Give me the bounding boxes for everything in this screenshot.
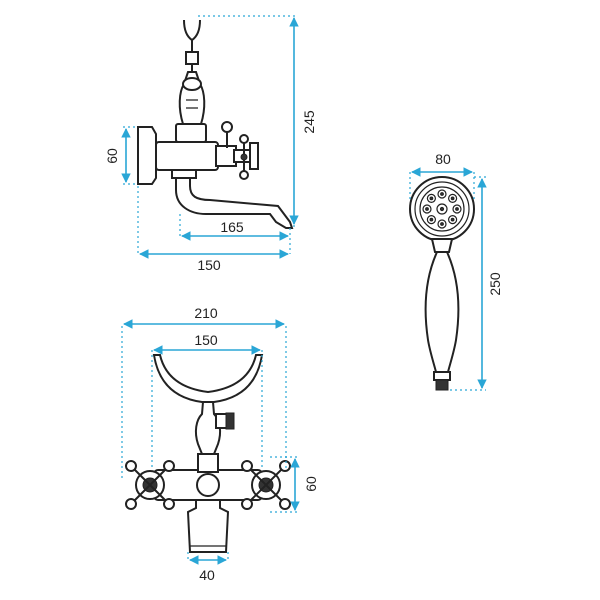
ext-spout-width (187, 552, 229, 562)
nozzle-center (436, 203, 448, 215)
nozzle-outer (448, 193, 458, 203)
nozzle-dot (455, 207, 459, 211)
nozzle-outer (422, 204, 432, 214)
nozzle-outer (437, 219, 447, 229)
shower-neck (430, 238, 454, 253)
side-handle-knob-right-bottom (239, 170, 249, 180)
nozzle-dot (440, 192, 444, 196)
front-view: 210 150 60 40 (121, 305, 319, 583)
wall-flange (137, 126, 157, 185)
front-center-hub (196, 473, 220, 497)
right-handle[interactable] (241, 460, 291, 510)
ext-reach (137, 186, 291, 254)
left-handle[interactable] (125, 460, 175, 510)
dim-label-cradle-width: 150 (194, 332, 218, 348)
nozzle-dot (450, 196, 455, 201)
handle-collar (433, 371, 451, 381)
dim-label-depth: 60 (104, 148, 120, 164)
side-handle-center (240, 153, 248, 161)
left-handle-cross[interactable] (130, 465, 170, 505)
diverter-knob (182, 77, 202, 91)
left-knob-4[interactable] (163, 498, 175, 510)
shower-hook (183, 19, 201, 72)
valve-body (155, 141, 219, 171)
left-knob-1[interactable] (125, 460, 137, 472)
nozzle-dot (425, 207, 429, 211)
dim-label-length: 250 (487, 272, 503, 296)
nozzle-outer (426, 215, 436, 225)
side-handle-knob-right-top (239, 134, 249, 144)
ext-cradle-width (151, 350, 263, 470)
dim-label-spout-width: 40 (199, 567, 215, 583)
nozzle-outer (437, 189, 447, 199)
nozzle-dot (440, 222, 444, 226)
shower-handle (424, 251, 460, 373)
dim-label-diameter: 80 (435, 151, 451, 167)
handle-connector (435, 379, 449, 391)
nozzle-outer (448, 215, 458, 225)
nozzle-dot (429, 196, 434, 201)
side-handle-cap (249, 142, 259, 170)
dim-label-height: 245 (301, 110, 317, 134)
left-knob-3[interactable] (125, 498, 137, 510)
nozzle-center-dot (439, 206, 445, 212)
front-center-neck (197, 453, 219, 473)
ext-length (450, 176, 486, 391)
hand-shower-view: 80 250 (409, 151, 503, 391)
front-spout (186, 499, 230, 553)
dim-label-overall-width: 210 (194, 305, 218, 321)
right-knob-4[interactable] (279, 498, 291, 510)
dim-label-spout-reach: 165 (220, 219, 244, 235)
dim-label-overall-reach: 150 (197, 257, 221, 273)
shower-nozzles (422, 189, 462, 229)
diverter-collar (175, 123, 207, 143)
nozzle-dot (450, 217, 455, 222)
diverter-side-cap (225, 412, 235, 430)
shower-cradle (152, 354, 264, 403)
right-knob-2[interactable] (279, 460, 291, 472)
hook-mount (185, 51, 199, 65)
side-view: 245 60 165 150 (104, 15, 317, 273)
dim-label-body-height: 60 (303, 476, 319, 492)
ext-overall-width (121, 326, 287, 480)
nozzle-outer (452, 204, 462, 214)
side-handle-knob-top (221, 121, 233, 133)
side-spout (175, 171, 294, 229)
nozzle-outer (426, 193, 436, 203)
nozzle-dot (429, 217, 434, 222)
right-knob-3[interactable] (241, 498, 253, 510)
shower-head-ring (414, 181, 470, 237)
diverter-rings (186, 99, 198, 109)
shower-head-inner (419, 186, 465, 232)
spout-collar (171, 169, 197, 179)
right-knob-1[interactable] (241, 460, 253, 472)
right-handle-cross[interactable] (246, 465, 286, 505)
left-knob-2[interactable] (163, 460, 175, 472)
